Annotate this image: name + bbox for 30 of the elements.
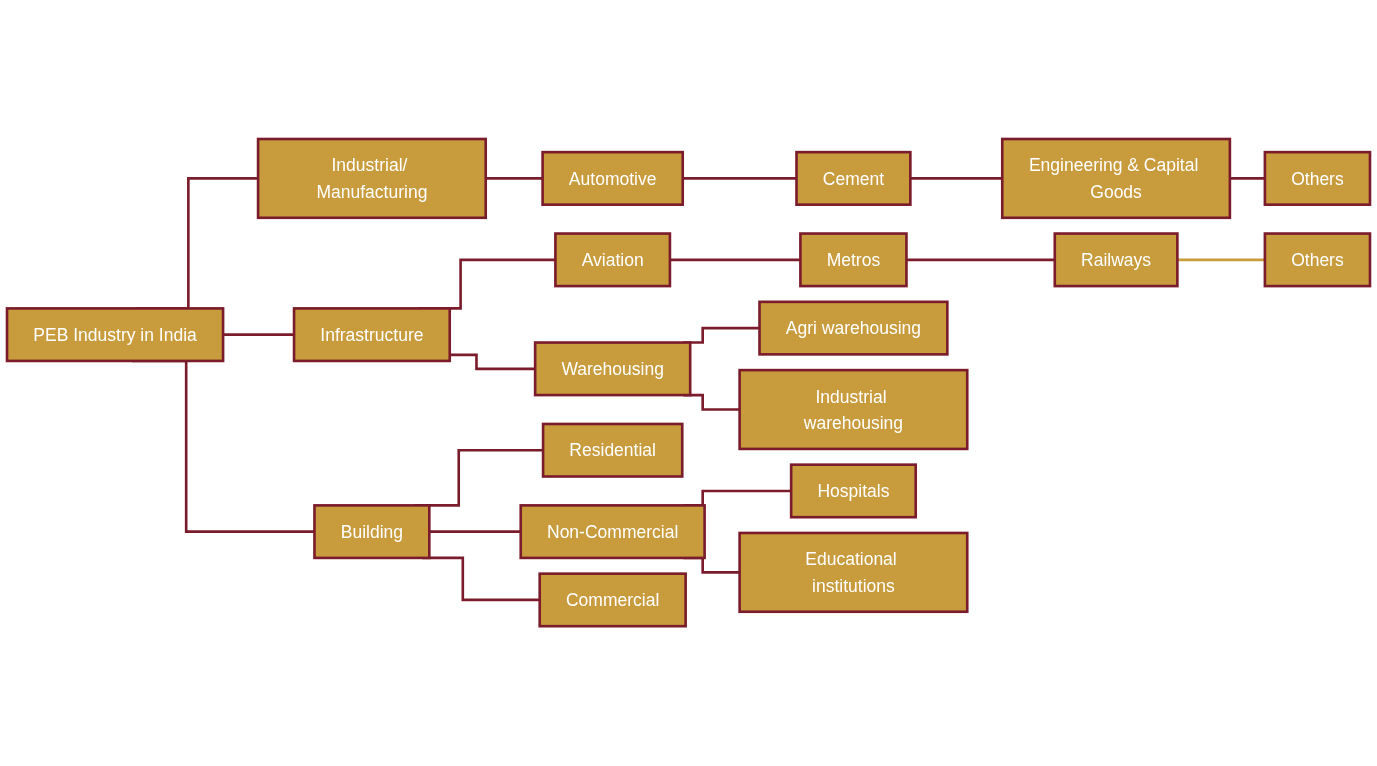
connector xyxy=(669,258,801,262)
node-box: Educational institutions xyxy=(738,532,969,614)
connector xyxy=(910,177,1003,181)
node-box: Infrastructure xyxy=(292,307,452,363)
node-box: Others xyxy=(1263,232,1372,288)
node-box: Aviation xyxy=(554,232,672,288)
node-box: PEB Industry in India xyxy=(5,307,225,363)
node-box: Railways xyxy=(1053,232,1179,288)
connector xyxy=(682,177,797,181)
node-box: Cement xyxy=(795,151,912,207)
connector xyxy=(429,530,521,534)
connector xyxy=(906,258,1055,262)
connector xyxy=(449,354,536,371)
connector xyxy=(1229,177,1265,181)
node-box: Hospitals xyxy=(789,463,917,519)
node-box: Metros xyxy=(799,232,908,288)
node-box: Commercial xyxy=(538,572,687,628)
node-box: Residential xyxy=(541,423,684,479)
node-box: Engineering & Capital Goods xyxy=(1000,138,1232,220)
node-box: Industrial/ Manufacturing xyxy=(256,138,488,220)
connector xyxy=(223,333,295,337)
connector xyxy=(485,177,543,181)
node-box: Warehousing xyxy=(533,341,692,397)
node-box: Others xyxy=(1263,151,1372,207)
connector xyxy=(1177,258,1265,262)
node-box: Industrial warehousing xyxy=(738,369,969,451)
node-box: Building xyxy=(313,504,431,560)
node-box: Automotive xyxy=(541,151,685,207)
node-box: Agri warehousing xyxy=(758,300,949,357)
node-box: Non-Commercial xyxy=(519,504,706,560)
